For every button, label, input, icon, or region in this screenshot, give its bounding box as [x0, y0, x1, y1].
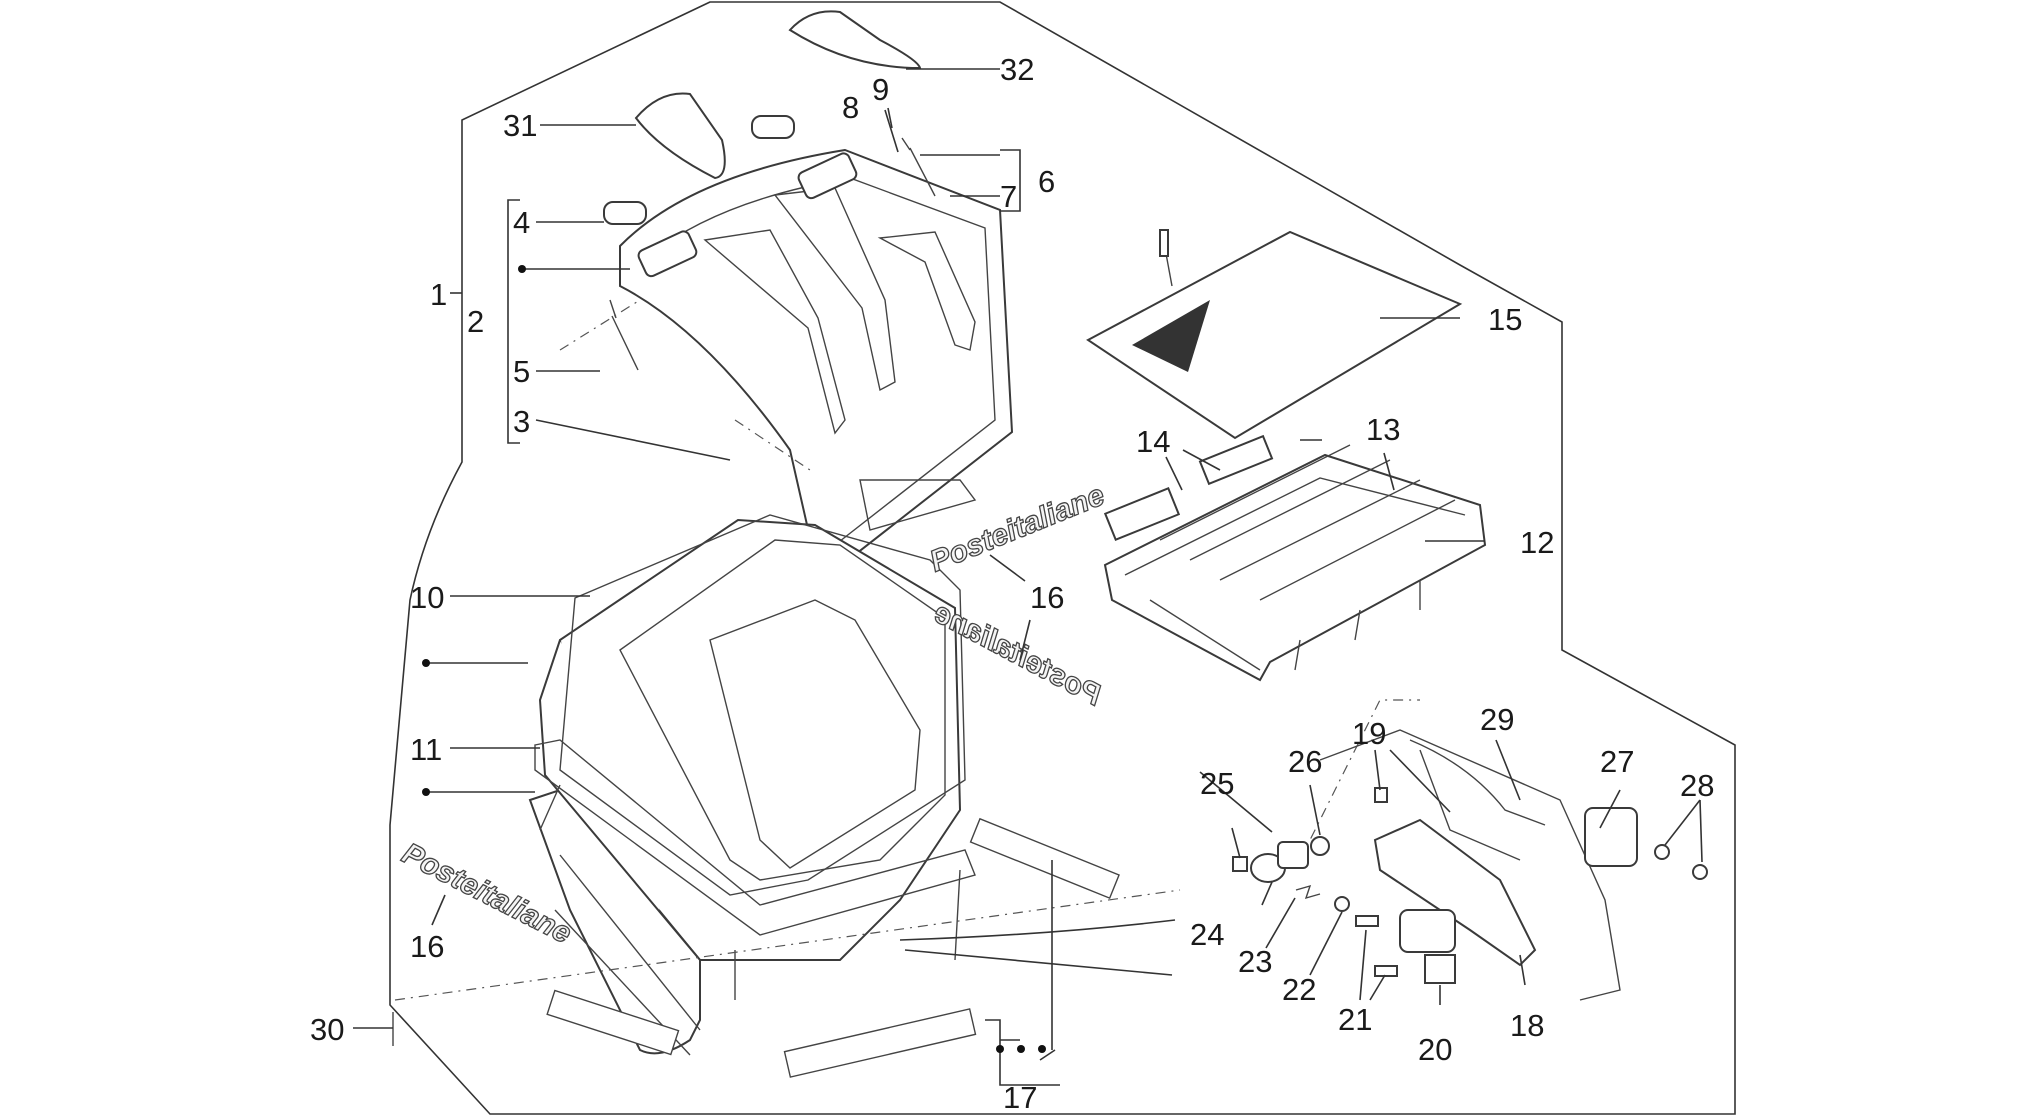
label-6: 6 [1038, 164, 1055, 199]
label-16-left: 16 [410, 929, 444, 964]
label-2: 2 [467, 304, 484, 339]
pad-32 [788, 10, 922, 70]
hinge-left [637, 230, 698, 278]
label-17: 17 [1003, 1080, 1037, 1115]
label-24: 24 [1190, 917, 1224, 952]
label-14: 14 [1136, 424, 1170, 459]
leader-lines [353, 68, 1703, 1086]
strip-17-c [969, 817, 1120, 900]
label-26: 26 [1288, 744, 1322, 779]
label-16: 16 [1030, 580, 1064, 615]
label-29: 29 [1480, 702, 1514, 737]
label-30: 30 [310, 1012, 344, 1047]
handle-top [751, 115, 795, 139]
reference-dots [422, 265, 1046, 1053]
label-28: 28 [1680, 768, 1714, 803]
bolt-21-a [1355, 915, 1379, 927]
handle-4 [603, 201, 647, 225]
label-27: 27 [1600, 744, 1634, 779]
label-12: 12 [1520, 525, 1554, 560]
strip-17-b [783, 1008, 977, 1078]
screw-28-b [1692, 864, 1708, 880]
spring-26 [1310, 836, 1330, 856]
spring-23 [1295, 884, 1321, 900]
net-15 [1086, 229, 1463, 440]
gas-strut-right [901, 137, 936, 197]
label-18: 18 [1510, 1008, 1544, 1043]
bolt-19 [1374, 787, 1388, 803]
decal-16-middle: Posteitaliane [925, 479, 1109, 579]
label-5: 5 [513, 354, 530, 389]
label-15: 15 [1488, 302, 1522, 337]
bolt-25 [1232, 856, 1248, 872]
label-9: 9 [872, 72, 889, 107]
strip-17-a [546, 989, 680, 1056]
label-13: 13 [1366, 412, 1400, 447]
lock-cylinder [1250, 841, 1309, 883]
group-boundary [389, 1, 1736, 1115]
label-4: 4 [513, 205, 530, 240]
case-body [528, 518, 962, 1056]
label-11: 11 [410, 732, 442, 767]
strip-14-a [1103, 486, 1181, 542]
label-19: 19 [1352, 716, 1386, 751]
tray-12 [1103, 444, 1487, 682]
bolt-21-b [1374, 965, 1398, 977]
label-31: 31 [503, 108, 537, 143]
label-10: 10 [410, 580, 444, 615]
screw-28-a [1654, 844, 1670, 860]
pad-31 [634, 92, 726, 180]
label-32: 32 [1000, 52, 1034, 87]
rack-frame [534, 514, 976, 1000]
hinge-right [797, 152, 858, 200]
top-lid [619, 148, 1014, 584]
label-3: 3 [513, 404, 530, 439]
label-8: 8 [842, 90, 859, 125]
lock-assembly [1319, 729, 1638, 1001]
strip-14-b [1198, 434, 1274, 486]
label-20: 20 [1418, 1032, 1452, 1067]
label-25: 25 [1200, 766, 1234, 801]
label-1: 1 [430, 277, 447, 312]
part-number-labels: 1 2 3 4 5 6 7 8 9 10 11 12 13 14 15 16 1… [310, 52, 1714, 1115]
label-23: 23 [1238, 944, 1272, 979]
label-7: 7 [1000, 179, 1017, 214]
washer-22 [1334, 896, 1350, 912]
label-22: 22 [1282, 972, 1316, 1007]
label-21: 21 [1338, 1002, 1372, 1037]
